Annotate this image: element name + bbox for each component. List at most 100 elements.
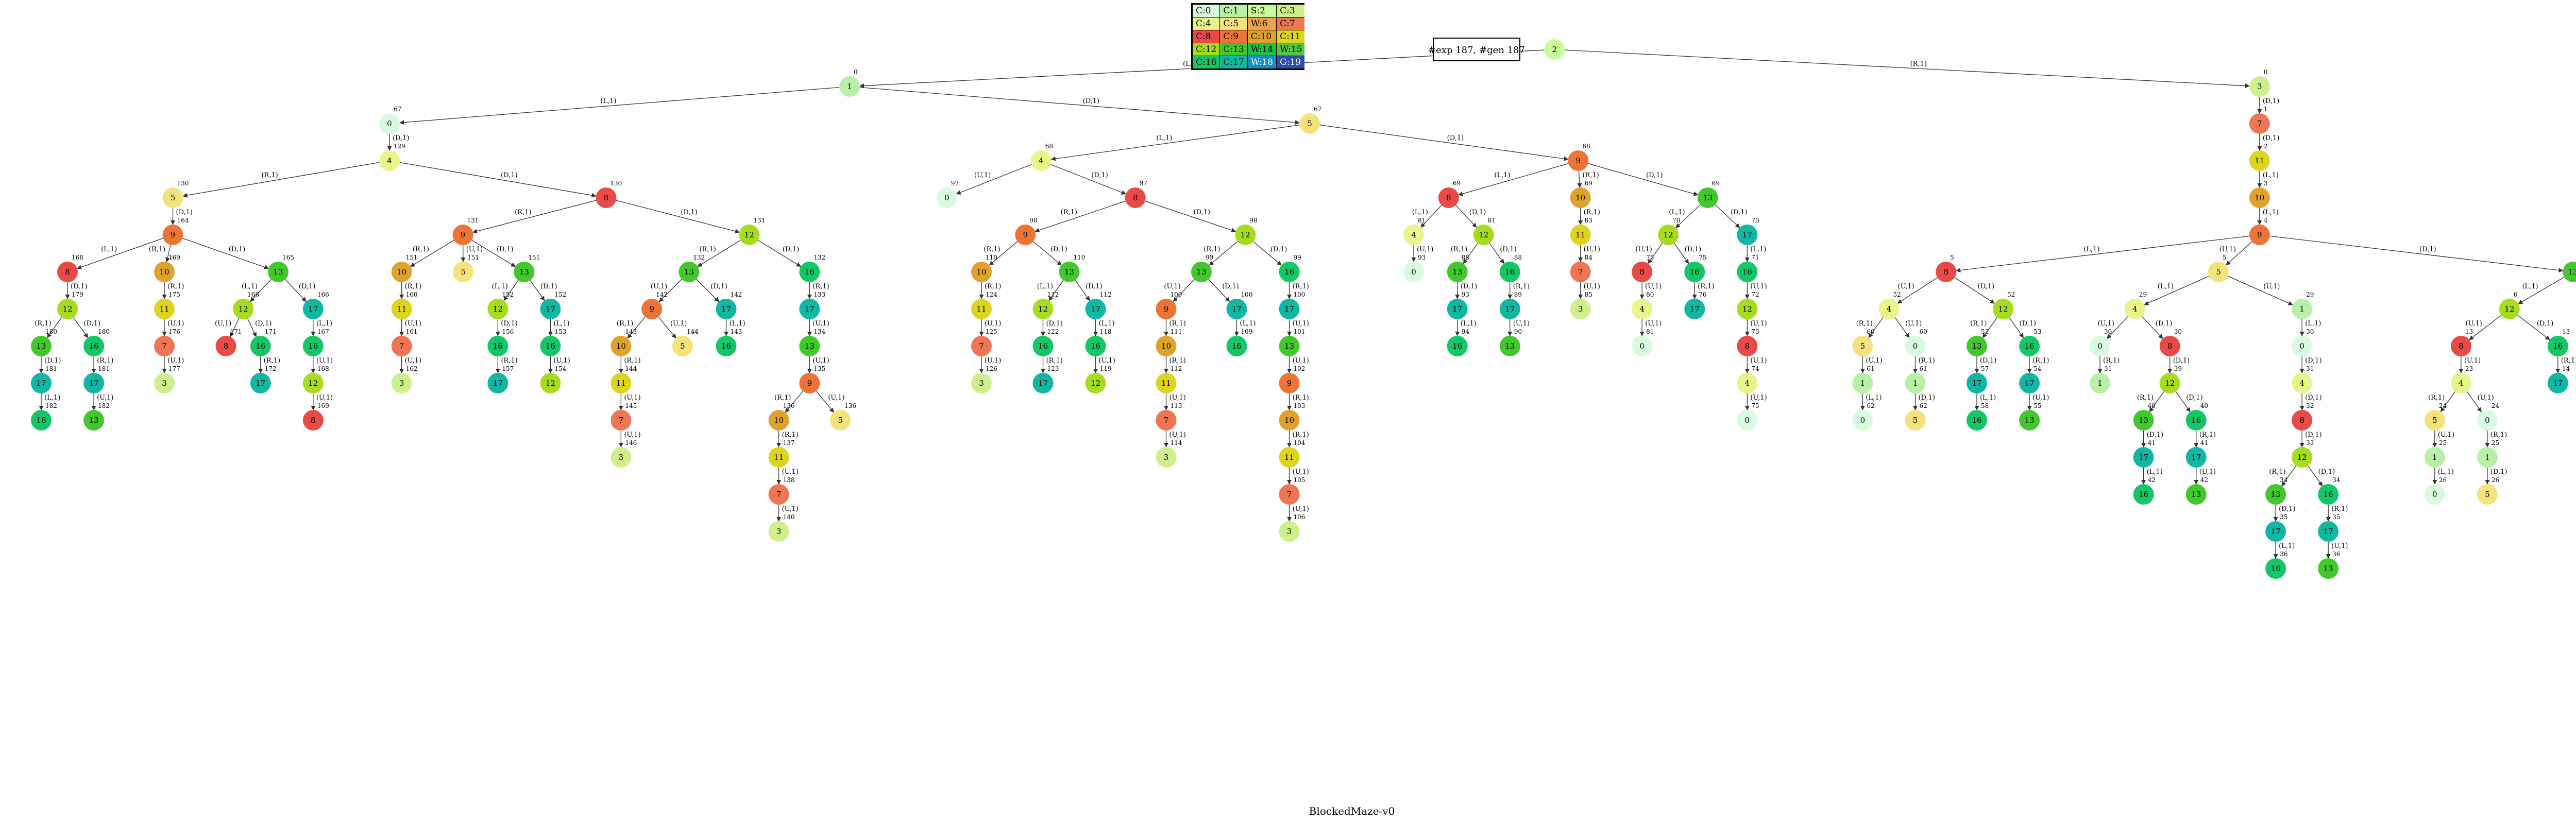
state-node — [1279, 262, 1300, 282]
edge-action-label: (D,1) — [1222, 283, 1239, 290]
state-node-label: 5 — [461, 267, 466, 277]
edge-action-label: (R,1) — [2032, 357, 2049, 365]
edge-depth-label: 101 — [1294, 328, 1306, 335]
edge-action-label: (R,1) — [782, 431, 799, 439]
state-node — [716, 299, 737, 319]
tree-edge — [1075, 280, 1090, 301]
edge-action-label: (L,1) — [2305, 320, 2321, 328]
state-node — [57, 262, 78, 282]
edge-depth-label: 81 — [1646, 328, 1654, 335]
legend-cell: C:10 — [1247, 30, 1277, 43]
edge-depth-label: 171 — [230, 328, 242, 335]
state-node — [2249, 150, 2270, 171]
state-node-label: 13 — [2025, 416, 2035, 425]
state-node — [487, 373, 509, 393]
edge-action-label: (U,1) — [1905, 320, 1922, 328]
edge-action-label: (R,1) — [515, 209, 531, 216]
state-node-label: 9 — [1576, 156, 1581, 165]
state-node-label: 7 — [1164, 416, 1169, 425]
state-node-label: 1 — [2432, 453, 2437, 462]
state-node-label: 12 — [1241, 230, 1250, 239]
state-node-label: 17 — [2139, 453, 2148, 462]
edge-action-label: (U,1) — [1169, 431, 1185, 439]
tree-edge — [1954, 277, 1995, 304]
state-node-label: 16 — [493, 341, 503, 351]
edge-action-label: (R,1) — [1910, 60, 1927, 68]
state-node-label: 12 — [493, 304, 503, 314]
state-node-label: 10 — [1284, 416, 1294, 425]
edge-depth-label: 74 — [1751, 365, 1759, 372]
state-node — [2547, 336, 2568, 356]
edge-depth-label: 168 — [72, 254, 83, 261]
edge-depth-label: 137 — [783, 439, 795, 447]
state-node-label: 11 — [2255, 156, 2264, 165]
state-node — [162, 225, 183, 245]
state-node — [1447, 336, 1468, 356]
state-node — [2424, 484, 2445, 505]
edge-depth-label: 176 — [168, 328, 180, 335]
edge-action-label: (L,1) — [1461, 320, 1477, 328]
edge-depth-label: 31 — [2104, 365, 2112, 372]
edge-depth-label: 104 — [1294, 439, 1306, 447]
edge-depth-label: 98 — [1249, 217, 1257, 224]
state-node — [611, 373, 632, 393]
edge-action-label: (U,1) — [316, 394, 333, 402]
edge-action-label: (R,1) — [2269, 468, 2285, 476]
edge-action-label: (R,1) — [699, 246, 716, 253]
tree-edge — [1894, 317, 1910, 338]
edge-action-label: (D,1) — [229, 246, 246, 253]
state-node — [611, 447, 632, 468]
state-node — [799, 336, 820, 356]
state-node — [379, 150, 400, 171]
state-node — [1905, 410, 1926, 431]
edge-depth-label: 62 — [1867, 402, 1874, 409]
edge-action-label: (D,1) — [1685, 246, 1702, 253]
tree-edge — [182, 162, 380, 198]
state-node — [1737, 225, 1758, 245]
edge-depth-label: 151 — [467, 254, 479, 261]
state-node-label: 10 — [976, 267, 986, 277]
edge-action-label: (L,1) — [316, 320, 332, 328]
edge-depth-label: 112 — [1047, 291, 1059, 298]
edge-depth-label: 156 — [502, 328, 514, 335]
tree-edge — [410, 239, 454, 267]
edge-depth-label: 131 — [467, 217, 479, 224]
legend-cell: W:15 — [1276, 43, 1304, 56]
edge-depth-label: 111 — [1170, 328, 1182, 335]
state-node — [2450, 373, 2471, 393]
edge-depth-label: 69 — [1453, 180, 1461, 187]
edge-depth-label: 30 — [2174, 328, 2182, 335]
state-node-label: 3 — [619, 453, 624, 462]
state-node — [540, 299, 561, 319]
state-node — [1299, 113, 1320, 134]
state-node-label: 0 — [2097, 341, 2103, 351]
state-node-label: 17 — [546, 304, 555, 314]
edge-action-label: (U,1) — [1750, 357, 1767, 365]
edge-action-label: (U,1) — [974, 171, 991, 179]
tree-edge — [1208, 279, 1230, 302]
state-node-label: 13 — [1703, 193, 1713, 202]
edge-action-label: (L,1) — [44, 394, 60, 402]
edge-depth-label: 161 — [406, 328, 418, 335]
state-node-label: 16 — [721, 341, 731, 351]
edge-action-label: (D,1) — [540, 283, 557, 290]
legend-cell: G:19 — [1276, 56, 1304, 70]
state-node — [2292, 336, 2313, 356]
edge-action-label: (U,1) — [1513, 320, 1530, 328]
state-node — [302, 299, 324, 319]
state-node-label: 10 — [1575, 193, 1585, 202]
edge-action-label: (U,1) — [2466, 320, 2482, 328]
edge-depth-label: 5 — [2223, 254, 2227, 261]
state-node — [2159, 336, 2180, 356]
edge-depth-label: 122 — [1047, 328, 1059, 335]
state-node-label: 17 — [2271, 527, 2281, 536]
state-node — [302, 373, 324, 393]
edge-action-label: (L,1) — [2263, 209, 2279, 216]
edge-action-label: (U,1) — [1750, 394, 1767, 402]
state-node-label: 8 — [311, 416, 316, 425]
state-node-label: 8 — [224, 341, 229, 351]
edge-depth-label: 164 — [177, 217, 189, 224]
edge-action-label: (U,1) — [1645, 283, 1662, 290]
state-node — [1993, 299, 2014, 319]
